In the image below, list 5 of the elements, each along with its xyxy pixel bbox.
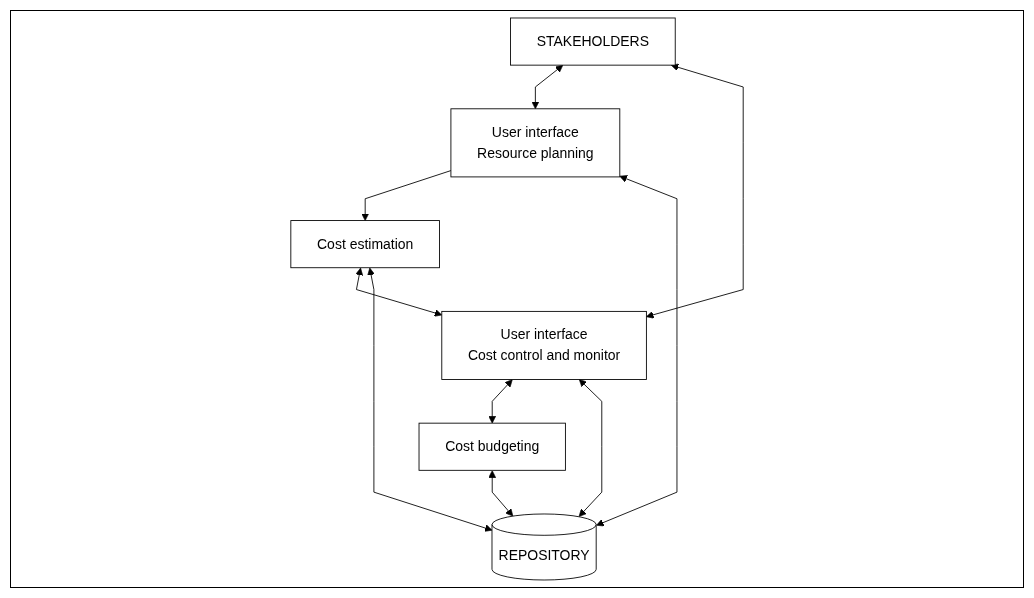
node-box: STAKEHOLDERS <box>510 17 676 66</box>
node-box: User interface Cost control and monitor <box>441 310 647 380</box>
node-box: User interface Resource planning <box>450 108 621 178</box>
node-box: Cost estimation <box>290 220 440 269</box>
node-box: Cost budgeting <box>418 422 566 471</box>
